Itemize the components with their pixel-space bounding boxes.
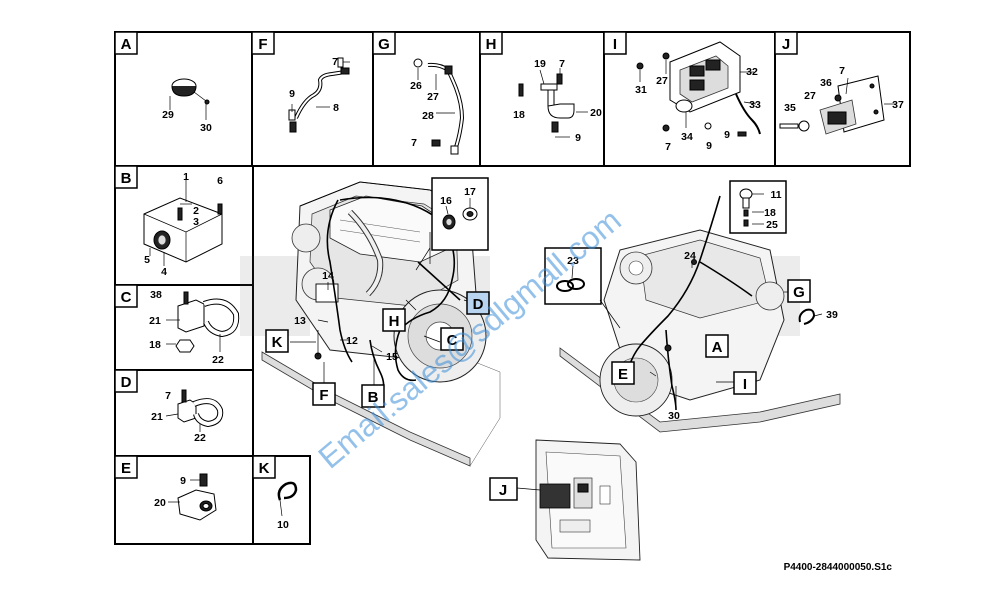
- panel-i-parts: [636, 41, 761, 137]
- callout-i-9a: 9: [706, 140, 712, 152]
- engine-left-view: [261, 177, 501, 467]
- callout-e-20: 20: [154, 497, 166, 509]
- callout-f-7: 7: [332, 56, 338, 68]
- callout-i-7: 7: [665, 141, 671, 153]
- callout-h-18: 18: [513, 109, 525, 121]
- callout-main-30: 30: [668, 410, 680, 422]
- panel-c-letter: C: [121, 289, 132, 306]
- ref-tag-i: I: [743, 376, 747, 393]
- callout-f-9: 9: [289, 88, 295, 100]
- callout-j-35: 35: [784, 102, 796, 114]
- callout-h-9: 9: [575, 132, 581, 144]
- ref-tag-j-box: [489, 477, 518, 501]
- callout-main-14: 14: [322, 270, 334, 282]
- callout-main-25: 25: [766, 219, 778, 231]
- callout-c-21: 21: [149, 315, 161, 327]
- callout-main-24: 24: [684, 250, 696, 262]
- callout-main-39: 39: [826, 309, 838, 321]
- callout-main-11: 11: [770, 189, 781, 201]
- callout-h-19: 19: [534, 58, 546, 70]
- callout-g-26: 26: [410, 80, 422, 92]
- panel-g-letter: G: [378, 36, 390, 53]
- callout-a-29: 29: [162, 109, 174, 121]
- callout-i-31: 31: [635, 84, 647, 96]
- panel-f-parts: [288, 57, 350, 133]
- callout-main-18: 18: [764, 207, 776, 219]
- panel-a-parts: [169, 78, 210, 120]
- cab-controller-view: [516, 439, 641, 561]
- callout-k-10: 10: [277, 519, 289, 531]
- panel-k-letter: K: [259, 460, 270, 477]
- panel-i-letter: I: [613, 36, 617, 53]
- panel-h-parts: [518, 68, 588, 138]
- panel-e-parts: [168, 473, 217, 521]
- main-left-ref-tags: [265, 291, 490, 408]
- callout-a-30: 30: [200, 122, 212, 134]
- callout-d-7: 7: [165, 390, 171, 402]
- callout-b-2: 2: [193, 205, 199, 217]
- drawing-number: P4400-2844000050.S1c: [784, 562, 893, 573]
- ref-tag-c: C: [447, 332, 458, 349]
- panel-d-letter: D: [121, 374, 132, 391]
- callout-c-38: 38: [150, 289, 162, 301]
- panel-j-letter: J: [782, 36, 790, 53]
- callout-i-33: 33: [749, 99, 761, 111]
- callout-b-6: 6: [217, 175, 223, 187]
- callout-d-21: 21: [151, 411, 163, 423]
- callout-j-37: 37: [892, 99, 904, 111]
- callout-g-28: 28: [422, 110, 434, 122]
- panel-c-parts: [166, 291, 240, 353]
- callout-f-8: 8: [333, 102, 339, 114]
- callout-d-22: 22: [194, 432, 206, 444]
- callout-e-9: 9: [180, 475, 186, 487]
- panel-letter-tags: [114, 31, 798, 479]
- ref-tag-b: B: [368, 389, 379, 406]
- panel-j-parts: [779, 75, 896, 135]
- callout-b-3: 3: [193, 216, 199, 228]
- panel-d-parts: [165, 389, 224, 432]
- callout-j-7: 7: [839, 65, 845, 77]
- ref-tag-h: H: [389, 313, 400, 330]
- callout-i-34: 34: [681, 131, 693, 143]
- callout-b-5: 5: [144, 254, 150, 266]
- callout-c-22: 22: [212, 354, 224, 366]
- callout-i-27: 27: [656, 75, 668, 87]
- callout-h-20: 20: [590, 107, 602, 119]
- ref-tag-f: F: [319, 387, 328, 404]
- callout-j-36: 36: [820, 77, 832, 89]
- callout-c-18: 18: [149, 339, 161, 351]
- ref-tag-k: K: [272, 334, 283, 351]
- panel-g-parts: [413, 58, 465, 155]
- callout-main-17: 17: [464, 186, 476, 198]
- panel-k-parts: [277, 481, 298, 517]
- callout-main-15: 15: [386, 351, 398, 363]
- ref-tag-j: J: [499, 482, 507, 499]
- callout-j-27: 27: [804, 90, 816, 102]
- ref-tag-a: A: [712, 339, 723, 356]
- panel-b-letter: B: [121, 170, 132, 187]
- panel-e-letter: E: [121, 460, 131, 477]
- callout-g-27: 27: [427, 91, 439, 103]
- callout-main-23: 23: [567, 255, 579, 267]
- callout-b-1: 1: [183, 171, 189, 183]
- ref-tag-d: D: [473, 296, 484, 313]
- callout-b-4: 4: [161, 266, 167, 278]
- callout-g-7: 7: [411, 137, 417, 149]
- ref-tag-g: G: [793, 284, 805, 301]
- callout-main-16: 16: [440, 195, 452, 207]
- panel-h-letter: H: [486, 36, 497, 53]
- panel-f-letter: F: [258, 36, 267, 53]
- main-right-ref-tags: [611, 279, 811, 395]
- callout-i-9b: 9: [724, 129, 730, 141]
- callout-main-13: 13: [294, 315, 306, 327]
- callout-main-12: 12: [346, 335, 358, 347]
- ref-tag-e: E: [618, 366, 628, 383]
- callout-i-32: 32: [746, 66, 758, 78]
- engine-right-view: [544, 180, 841, 433]
- panel-b-parts: [143, 178, 223, 266]
- panel-a-letter: A: [121, 36, 132, 53]
- callout-h-7: 7: [559, 58, 565, 70]
